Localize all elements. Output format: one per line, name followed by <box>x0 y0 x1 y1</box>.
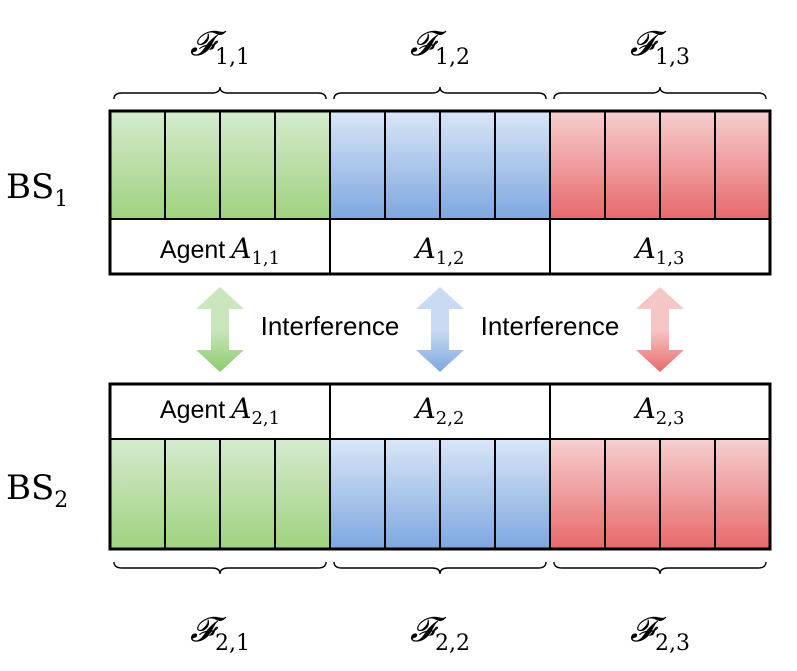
interference-arrow-red <box>636 287 684 372</box>
frequency-cell-2-1-2 <box>164 438 221 550</box>
frequency-cell-2-3-2 <box>604 438 661 550</box>
frequency-cell-1-2-1 <box>329 110 386 220</box>
frequency-cell-2-3-4 <box>714 438 771 550</box>
frequency-cell-1-1-1 <box>109 110 166 220</box>
interference-arrow-green <box>196 287 244 372</box>
frequency-cell-2-3-3 <box>659 438 716 550</box>
freq-set-label-2-2: 𝓕2,2 <box>410 610 470 656</box>
frequency-cell-1-3-3 <box>659 110 716 220</box>
freq-set-brace-2-3 <box>553 561 767 575</box>
frequency-cell-1-2-2 <box>384 110 441 220</box>
freq-set-label-1-1: 𝓕1,1 <box>190 24 250 70</box>
agent-label-2-3: A2,3 <box>633 392 685 429</box>
agent-label-1-2: A1,2 <box>413 232 465 269</box>
frequency-cell-1-3-2 <box>604 110 661 220</box>
frequency-cell-2-1-3 <box>219 438 276 550</box>
interference-arrow-blue <box>416 287 464 372</box>
frequency-cell-1-3-1 <box>549 110 606 220</box>
bs1-label: BS1 <box>6 167 68 212</box>
frequency-cell-2-1-4 <box>274 438 331 550</box>
freq-set-label-2-3: 𝓕2,3 <box>630 610 690 656</box>
bs1-resource-grid <box>108 109 772 276</box>
frequency-cell-1-2-3 <box>439 110 496 220</box>
frequency-cell-2-2-4 <box>494 438 551 550</box>
freq-set-brace-1-1 <box>113 86 327 100</box>
interference-label-1: Interference <box>261 311 400 341</box>
frequency-cell-2-1-1 <box>109 438 166 550</box>
frequency-cell-1-2-4 <box>494 110 551 220</box>
bs2-resource-grid <box>108 382 772 551</box>
frequency-cell-1-3-4 <box>714 110 771 220</box>
agent-label-2-2: A2,2 <box>413 392 465 429</box>
freq-set-brace-1-3 <box>553 86 767 100</box>
frequency-cell-2-2-1 <box>329 438 386 550</box>
freq-set-label-1-3: 𝓕1,3 <box>630 24 690 70</box>
freq-set-brace-2-1 <box>113 561 327 575</box>
agent-label-1-3: A1,3 <box>633 232 685 269</box>
freq-set-label-1-2: 𝓕1,2 <box>410 24 470 70</box>
bs2-label: BS2 <box>6 468 68 513</box>
interference-label-2: Interference <box>481 311 620 341</box>
freq-set-brace-1-2 <box>333 86 547 100</box>
frequency-cell-2-2-3 <box>439 438 496 550</box>
frequency-cell-2-2-2 <box>384 438 441 550</box>
freq-set-label-2-1: 𝓕2,1 <box>190 610 250 656</box>
frequency-cell-1-1-3 <box>219 110 276 220</box>
frequency-cell-1-1-4 <box>274 110 331 220</box>
frequency-cell-1-1-2 <box>164 110 221 220</box>
frequency-cell-2-3-1 <box>549 438 606 550</box>
freq-set-brace-2-2 <box>333 561 547 575</box>
